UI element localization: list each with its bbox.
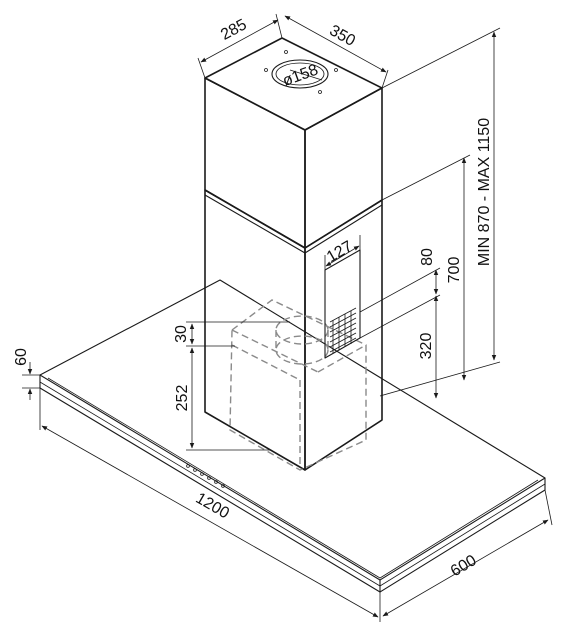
- label-height-range: MIN 870 - MAX 1150: [476, 118, 493, 266]
- label-canopy-width: 1200: [193, 490, 232, 523]
- label-outlet-elevation: 320: [418, 333, 435, 360]
- label-duct-height: 700: [446, 257, 463, 284]
- control-buttons: [186, 464, 225, 488]
- side-outlet: [324, 249, 361, 359]
- canopy: [39, 279, 546, 593]
- vent-grille-icon: [329, 307, 357, 353]
- label-duct-width: 350: [326, 22, 358, 50]
- label-outlet-height: 80: [419, 248, 436, 266]
- chimney-lower: [204, 189, 383, 471]
- dimension-lines: [22, 13, 553, 622]
- label-motor-height: 252: [174, 385, 191, 412]
- label-duct-depth: 285: [218, 16, 250, 44]
- dimension-labels: 285 350 ø158 MIN 870 - MAX 1150 700 80 3…: [13, 16, 493, 580]
- label-canopy-thickness: 60: [13, 348, 30, 366]
- label-motor-offset: 30: [173, 325, 190, 343]
- label-canopy-depth: 600: [448, 552, 480, 580]
